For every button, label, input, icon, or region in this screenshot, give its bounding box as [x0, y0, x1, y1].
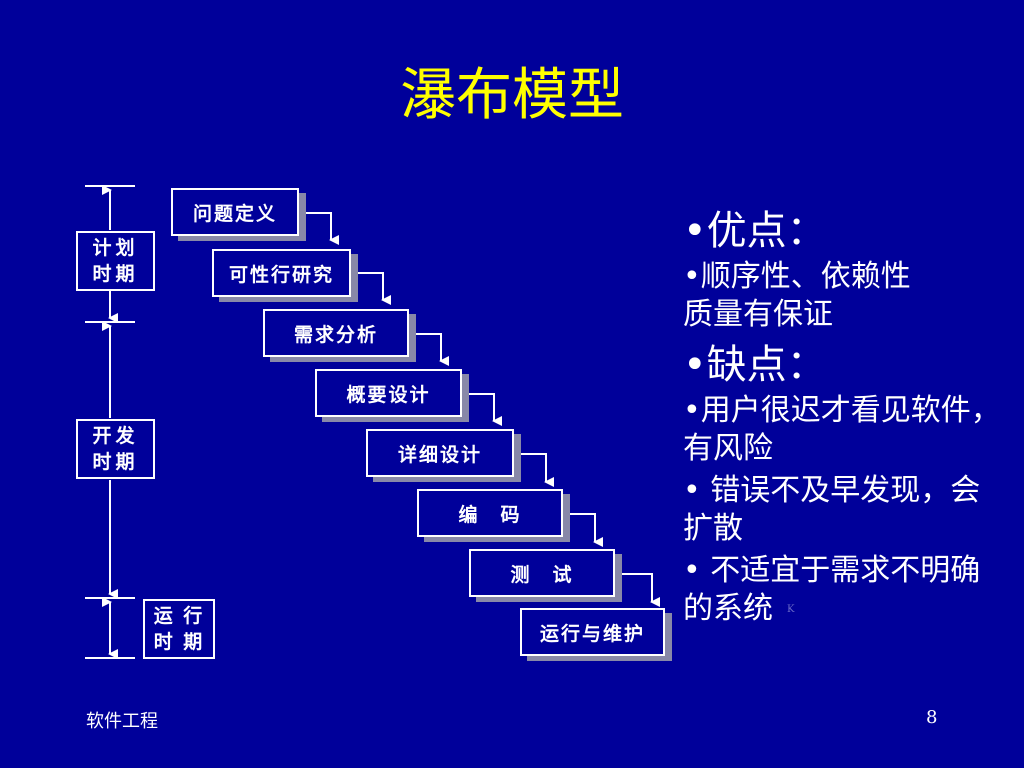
phase-develop-line2: 时期	[92, 451, 139, 473]
cons-item-line: • 错误不及早发现，会	[683, 473, 981, 508]
cons-item: •用户很迟才看见软件， 有风险	[683, 392, 1019, 468]
phase-plan: 计划 时期	[76, 231, 155, 291]
phase-run-line1: 运 行	[153, 605, 205, 627]
cons-item-line-wrap: 的系统 K	[683, 590, 1019, 629]
step-detailed-design: 详细设计	[366, 429, 514, 477]
step-requirements-analysis: 需求分析	[263, 309, 409, 357]
cons-item-line: 有风险	[683, 431, 773, 466]
cons-item: • 错误不及早发现，会 扩散	[683, 472, 1019, 548]
tiny-note: K	[787, 604, 795, 615]
cons-item: • 不适宜于需求不明确 的系统 K	[683, 552, 1019, 629]
step-coding: 编 码	[417, 489, 563, 537]
step-testing: 测 试	[469, 549, 615, 597]
footer-course-name: 软件工程	[86, 711, 158, 732]
pros-heading: •优点：	[683, 208, 827, 254]
phase-develop-line1: 开发	[92, 425, 139, 447]
pros-item-line: •顺序性、依赖性	[683, 259, 911, 294]
page-number: 8	[926, 707, 938, 728]
cons-item-line: •用户很迟才看见软件，	[683, 393, 1001, 428]
slide-title: 瀑布模型	[400, 63, 624, 128]
cons-item-line: 扩散	[683, 511, 743, 546]
cons-item-line: • 不适宜于需求不明确	[683, 553, 981, 588]
step-high-level-design: 概要设计	[315, 369, 462, 417]
pros-item: •顺序性、依赖性 质量有保证	[683, 258, 1019, 334]
step-operation-maintenance: 运行与维护	[520, 608, 665, 656]
cons-heading: •缺点：	[683, 342, 827, 388]
phase-plan-line1: 计划	[92, 237, 139, 259]
phase-run-line2: 时 期	[153, 631, 205, 653]
phase-plan-line2: 时期	[92, 263, 139, 285]
pros-cons-list: •优点： •顺序性、依赖性 质量有保证 •缺点： •用户很迟才看见软件， 有风险…	[683, 200, 1019, 633]
step-problem-definition: 问题定义	[171, 188, 299, 236]
step-feasibility-study: 可性行研究	[212, 249, 351, 297]
phase-run: 运 行 时 期	[143, 599, 215, 659]
phase-develop: 开发 时期	[76, 419, 155, 479]
cons-item-line: 的系统	[683, 591, 773, 626]
pros-item-line: 质量有保证	[683, 297, 833, 332]
